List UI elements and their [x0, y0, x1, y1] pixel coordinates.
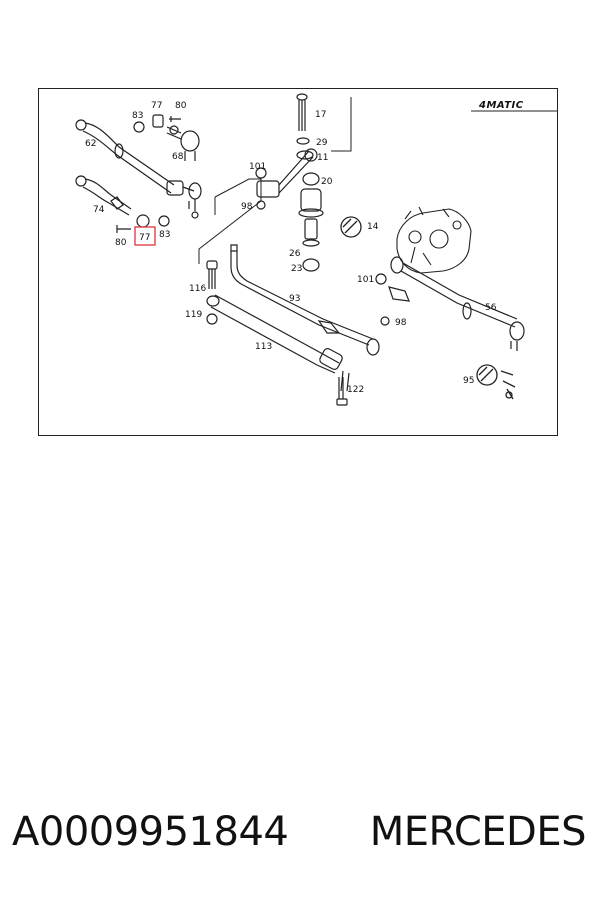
label-14: 14 — [367, 222, 379, 232]
bracket-left — [214, 178, 262, 215]
steering-linkage-diagram: 4MATIC — [75, 93, 557, 406]
label-26: 26 — [289, 249, 301, 259]
label-83-lower: 83 — [159, 230, 170, 240]
parts-101-98-right — [375, 273, 410, 326]
badge-text: 4MATIC — [478, 100, 524, 111]
steering-gearbox — [396, 206, 472, 274]
tie-rod-113 — [206, 294, 350, 392]
right-tie-rod-56 — [390, 256, 525, 351]
label-83-top: 83 — [132, 111, 143, 121]
label-80-top: 80 — [175, 101, 187, 111]
label-119: 119 — [185, 310, 202, 320]
label-17: 17 — [315, 110, 326, 120]
label-29: 29 — [316, 138, 328, 148]
label-11: 11 — [317, 153, 328, 163]
bolt-116-nut-119 — [206, 260, 218, 325]
label-98-left: 98 — [241, 202, 253, 212]
label-122: 122 — [347, 385, 364, 395]
label-101-right: 101 — [357, 275, 374, 285]
tie-rod-74 — [75, 175, 132, 216]
bracket-link — [198, 200, 262, 264]
label-93: 93 — [289, 294, 300, 304]
label-20: 20 — [321, 177, 333, 187]
diagram-frame: 4MATIC — [38, 88, 558, 436]
wrench-icon-14 — [340, 216, 362, 238]
label-113: 113 — [255, 342, 272, 352]
label-77-top: 77 — [151, 101, 162, 111]
label-68: 68 — [172, 152, 184, 162]
idler-stack-17-29-11-20 — [296, 93, 324, 218]
pitman-arm-101 — [255, 148, 318, 210]
label-98-right: 98 — [395, 318, 407, 328]
parts-83-77-80-top — [133, 114, 181, 133]
part-number: A0009951844 — [12, 809, 289, 855]
label-101-left: 101 — [249, 162, 266, 172]
label-80-lower: 80 — [115, 238, 127, 248]
drag-link-93 — [230, 244, 380, 356]
label-62: 62 — [85, 139, 96, 149]
part-labels: 62 83 77 80 68 74 80 83 17 29 11 101 20 … — [85, 101, 497, 395]
label-116: 116 — [189, 284, 206, 294]
highlight-box-77: 77 — [134, 226, 156, 246]
caption-bar: A0009951844 MERCEDES — [12, 802, 592, 862]
bolt-122 — [336, 377, 348, 406]
joint-68 — [166, 125, 200, 161]
left-tie-rod-62 — [75, 119, 202, 219]
wrench-icon-95 — [476, 364, 516, 400]
label-74: 74 — [93, 205, 105, 215]
bracket-right — [331, 97, 352, 152]
label-95: 95 — [463, 376, 474, 386]
label-77-highlighted: 77 — [139, 233, 150, 243]
parts-26-23 — [302, 218, 320, 272]
brand-name: MERCEDES — [369, 809, 587, 855]
label-56: 56 — [485, 303, 497, 313]
4matic-badge: 4MATIC — [471, 100, 557, 112]
label-23: 23 — [291, 264, 302, 274]
